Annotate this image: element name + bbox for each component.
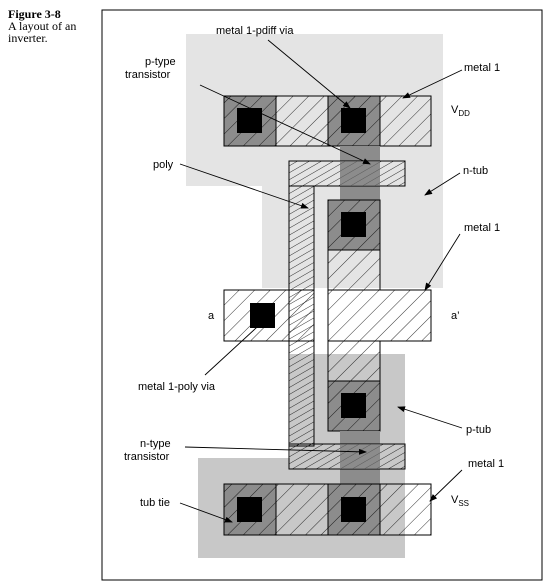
label-a-prime: a’: [451, 310, 460, 322]
leader-tub-tie: [179, 502, 233, 523]
leader-p-type-transistor: [199, 84, 371, 165]
label-a: a: [208, 310, 215, 322]
figure-number: Figure 3-8: [8, 7, 61, 21]
vss-subscript: SS: [458, 499, 469, 508]
label-metal1-poly-via: metal 1-poly via: [138, 381, 216, 393]
metal1-pdiff-via: [341, 108, 366, 133]
vss-main: V: [451, 494, 459, 506]
vdd-subscript: DD: [458, 109, 470, 118]
output-metal-column-lower: [327, 340, 381, 382]
label-n-tub: n-tub: [463, 165, 488, 177]
n-transistor-channel: [340, 444, 380, 469]
label-tub-tie: tub tie: [140, 497, 170, 509]
leader-metal1-poly-via: [204, 316, 269, 376]
label-p-tub: p-tub: [466, 424, 491, 436]
n-source-via: [341, 497, 366, 522]
label-p-type: p-type: [145, 56, 176, 68]
leader-n-type-transistor: [184, 446, 367, 455]
tub-tie-via: [237, 497, 262, 522]
figure-description: A layout of an inverter.: [8, 19, 77, 45]
label-p-type-transistor: transistor: [125, 69, 171, 81]
label-n-type: n-type: [140, 438, 171, 450]
leader-poly: [179, 163, 309, 209]
p-drain-via: [341, 212, 366, 237]
leader-n-tub: [424, 172, 461, 196]
output-metal-a-prime: [327, 289, 432, 342]
vdd-main: V: [451, 104, 459, 116]
p-transistor-channel: [340, 161, 380, 186]
output-metal-column-upper: [327, 249, 381, 291]
metal1-poly-via: [250, 303, 275, 328]
label-n-type-transistor: transistor: [124, 451, 170, 463]
leader-metal1-bottom: [429, 469, 463, 502]
label-metal1-top: metal 1: [464, 62, 500, 74]
label-metal1-pdiff-via: metal 1-pdiff via: [216, 25, 294, 37]
figure-frame: [101, 9, 543, 581]
leader-metal1-mid: [424, 233, 461, 291]
leader-metal1-pdiff-via: [267, 39, 351, 109]
leader-metal1-top: [402, 69, 463, 99]
label-metal1-bottom: metal 1: [468, 458, 504, 470]
label-vss: VSS: [451, 494, 469, 508]
leader-p-tub: [397, 406, 463, 429]
label-metal1-mid: metal 1: [464, 222, 500, 234]
figure-caption: Figure 3-8 A layout of an inverter.: [8, 8, 98, 44]
n-drain-via: [341, 393, 366, 418]
label-poly: poly: [153, 159, 174, 171]
label-vdd: VDD: [451, 104, 470, 118]
